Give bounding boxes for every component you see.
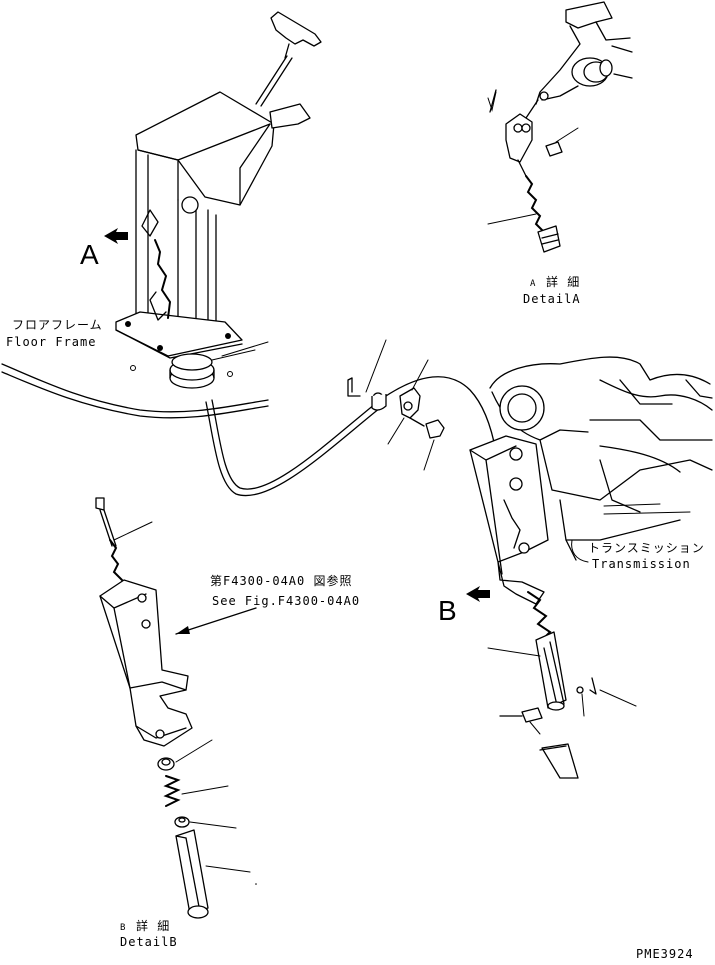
transmission-illustration	[489, 356, 713, 563]
detail-b-title-jp: 詳 細	[136, 918, 170, 933]
view-b-marker: B	[438, 595, 457, 626]
view-a-marker: A	[80, 239, 99, 270]
detail-a-letter: A	[530, 279, 536, 289]
see-fig-ref-en: See Fig.F4300-04A0	[212, 594, 360, 608]
detail-b-letter: B	[120, 923, 125, 933]
floor-frame-label-jp: フロアフレーム	[12, 318, 103, 332]
transmission-label-en: Transmission	[592, 557, 691, 571]
transmission-label-jp: トランスミッション	[588, 541, 705, 555]
view-b-arrow	[466, 586, 490, 602]
control-cable	[205, 376, 497, 497]
detail-b-title-en: DetailB	[120, 935, 178, 949]
view-a-arrow	[104, 228, 128, 244]
transmission-bracket	[469, 435, 552, 641]
detail-a-title-en: DetailA	[523, 292, 581, 306]
clamp-parts	[347, 339, 445, 471]
see-fig-ref-jp: 第F4300-04A0 図参照	[210, 573, 352, 588]
rod-end-parts	[487, 631, 637, 779]
drawing-code: PME3924	[636, 947, 694, 961]
floor-frame-outline	[1, 363, 269, 419]
detail-a-illustration	[487, 1, 633, 253]
floor-frame-label-en: Floor Frame	[6, 335, 96, 349]
lever-stand-assembly	[115, 11, 322, 389]
detail-a-title-jp: 詳 細	[546, 274, 580, 289]
detail-b-illustration	[95, 497, 257, 919]
